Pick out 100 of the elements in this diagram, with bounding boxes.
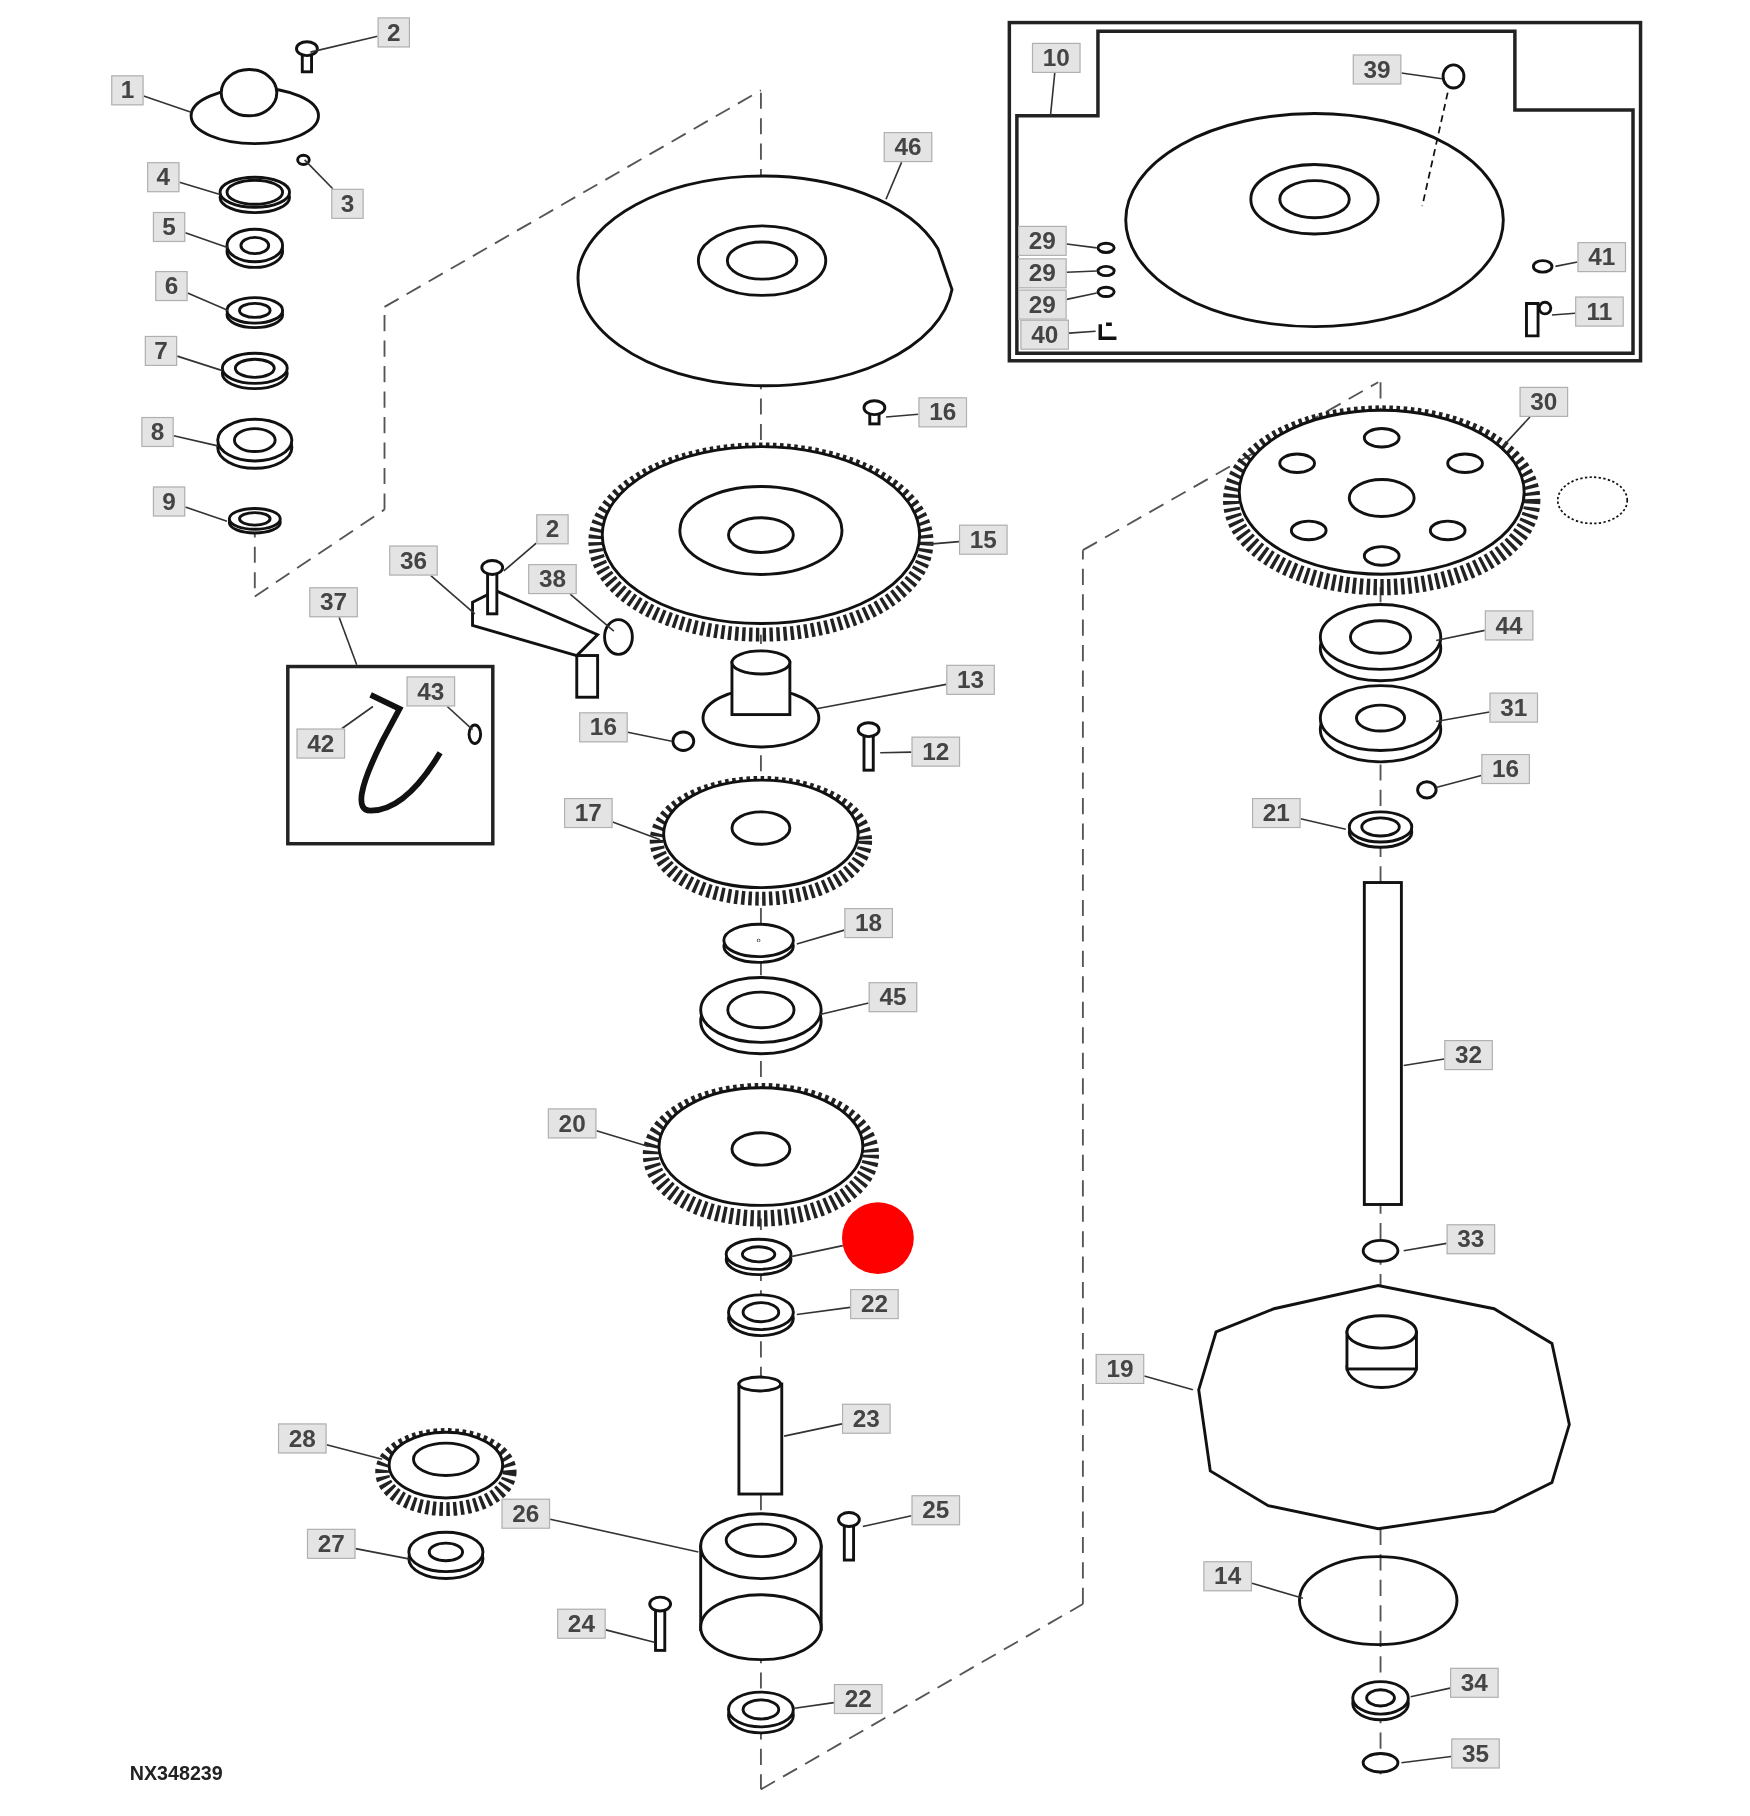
callout-number: 29: [1018, 289, 1067, 320]
callout-number: 14: [1203, 1561, 1252, 1592]
leader-line: [879, 751, 913, 754]
leader-line: [303, 159, 334, 190]
leader-line: [1435, 629, 1486, 642]
leader-line: [925, 540, 960, 546]
callout-number: 30: [1519, 386, 1569, 417]
leader-line: [1065, 270, 1098, 274]
callout-number: 37: [309, 587, 358, 618]
callout-number: 33: [1446, 1224, 1496, 1255]
leader-line: [354, 1547, 410, 1560]
leader-line: [1551, 312, 1576, 316]
callout-number: 16: [918, 397, 968, 428]
leader-line: [1299, 817, 1347, 831]
callout-number: 2: [536, 514, 569, 545]
inset-frame: [1007, 20, 1643, 363]
leader-line: [1251, 1582, 1304, 1600]
leader-line: [611, 821, 661, 841]
leader-line: [184, 506, 228, 522]
callout-number: 41: [1577, 242, 1627, 273]
callout-number: 16: [579, 712, 628, 743]
callout-number: 16: [1481, 753, 1530, 785]
leader-line: [325, 1444, 383, 1461]
leader-line: [796, 1306, 851, 1316]
leader-line: [1409, 1687, 1451, 1698]
callout-number: 31: [1489, 692, 1539, 723]
callout-number: 12: [911, 736, 961, 767]
leader-line: [1065, 292, 1098, 301]
callout-number: 23: [842, 1403, 891, 1434]
callout-number: 3: [331, 188, 364, 219]
leader-line: [430, 574, 476, 615]
callout-number: 10: [1031, 42, 1081, 73]
callout-number: 25: [911, 1495, 961, 1526]
leader-line: [790, 1244, 844, 1258]
callout-number: 6: [155, 271, 188, 302]
leader-line: [793, 1701, 835, 1710]
leader-line: [1435, 711, 1491, 723]
callout-number: 13: [946, 664, 995, 695]
callout-number: 1: [111, 75, 144, 106]
callout-number: 44: [1484, 610, 1534, 641]
leader-line: [341, 705, 374, 730]
callout-number: 43: [406, 676, 456, 707]
callout-number: 20: [547, 1108, 597, 1139]
leader-line: [338, 616, 358, 666]
callout-number: 46: [883, 132, 933, 163]
callout-number: 15: [958, 524, 1008, 555]
leader-line: [1435, 774, 1483, 789]
callout-number: 29: [1018, 258, 1067, 289]
callout-number: 2: [377, 17, 410, 48]
leader-line: [626, 731, 673, 743]
leader-line: [783, 1423, 843, 1437]
callout-number: 9: [152, 486, 186, 517]
leader-line: [1400, 72, 1443, 80]
callout-number: 38: [528, 564, 577, 595]
leader-line: [815, 683, 948, 710]
leader-line: [819, 1002, 870, 1016]
leader-line: [142, 95, 192, 114]
leader-line: [885, 161, 903, 200]
leader-line: [1400, 1755, 1452, 1764]
callout-number: 35: [1451, 1738, 1500, 1769]
callout-number: 5: [152, 211, 186, 243]
callout-number: 4: [147, 162, 180, 193]
callout-number: 22: [833, 1684, 883, 1715]
callout-number: 39: [1352, 54, 1402, 85]
inset-frame: [286, 664, 495, 846]
leader-line: [1068, 330, 1097, 334]
leader-line: [796, 929, 846, 945]
leader-line: [1143, 1375, 1194, 1391]
leader-line: [176, 355, 224, 372]
leader-line: [1402, 1242, 1448, 1252]
leader-line: [549, 1518, 700, 1553]
leader-line: [309, 35, 379, 53]
callout-number: 21: [1252, 798, 1301, 829]
leader-line: [503, 542, 538, 572]
callout-number: 28: [277, 1423, 327, 1454]
callout-number: 29: [1018, 225, 1067, 256]
callout-number: 24: [557, 1608, 606, 1639]
callout-number: 8: [141, 416, 174, 448]
leader-line: [184, 231, 229, 249]
callout-number: 7: [144, 335, 178, 366]
leader-line: [595, 1130, 650, 1148]
callout-number: 26: [501, 1498, 551, 1529]
callout-number: 18: [844, 908, 893, 939]
callout-number: 27: [306, 1528, 356, 1559]
leader-line: [1554, 261, 1579, 268]
callout-number: 42: [296, 728, 346, 759]
callout-number: 36: [389, 545, 438, 576]
leader-line: [569, 593, 615, 632]
leader-line: [1402, 1058, 1446, 1067]
leader-line: [1049, 72, 1056, 117]
callout-number: 40: [1020, 319, 1069, 350]
leader-line: [186, 292, 229, 312]
figure-code: NX348239: [129, 1762, 223, 1786]
callout-number: 19: [1095, 1353, 1145, 1384]
leader-line: [862, 1514, 913, 1528]
leader-line: [172, 434, 219, 447]
leader-line: [1502, 416, 1531, 447]
leader-line: [1065, 243, 1098, 249]
callout-number: 22: [850, 1289, 899, 1320]
leader-line: [178, 181, 221, 196]
